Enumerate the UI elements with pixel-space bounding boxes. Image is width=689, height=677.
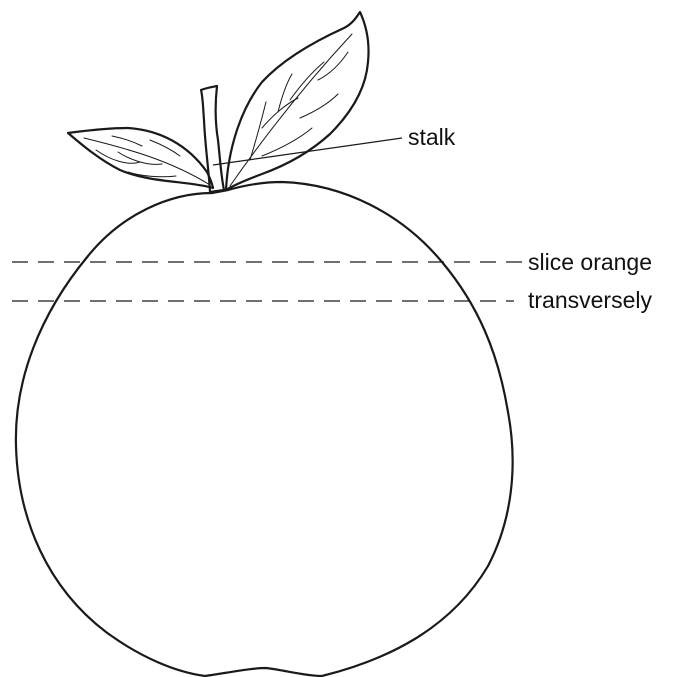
cut-line-label-1: slice orange [528,249,652,275]
orange-outline [14,180,514,677]
right-leaf [224,10,370,192]
left-leaf-veins [83,135,211,186]
left-leaf [66,126,215,190]
stalk-leader-line [212,137,403,166]
right-leaf-veins [229,33,353,187]
cut-line-label-2: transversely [528,287,652,313]
stalk-shape [199,84,226,194]
stalk-label: stalk [408,124,456,150]
